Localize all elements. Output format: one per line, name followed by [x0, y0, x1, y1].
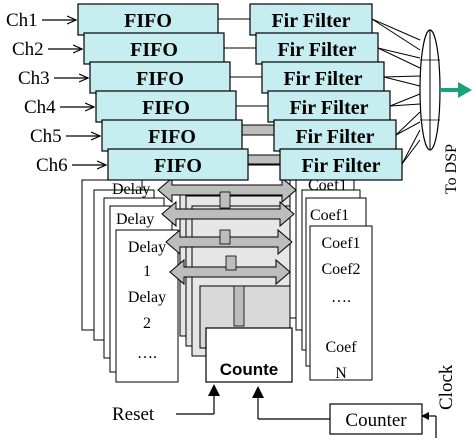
fir-filter-block [279, 148, 403, 181]
channel-label: Ch1 [6, 10, 38, 31]
fir-filter-block [273, 119, 397, 152]
bus-arrow [157, 176, 297, 204]
fir-filter-label: Fir Filter [271, 10, 350, 32]
delay-line-5: …. [137, 345, 157, 362]
fir-filter-label: Fir Filter [301, 155, 380, 177]
bus-arrow [169, 258, 291, 286]
fifo-label: FIFO [154, 155, 202, 177]
fifo-block [77, 3, 219, 36]
fan-line [389, 103, 421, 107]
fir-filter-label: Fir Filter [295, 126, 374, 148]
fan-line [401, 139, 421, 165]
fifo-label: FIFO [148, 126, 196, 148]
fan-line [383, 76, 421, 87]
delay-line-1: Delay [128, 239, 166, 256]
counter-label: Counter [345, 410, 407, 431]
fifo-label: FIFO [124, 10, 172, 32]
fir-filter-label: Fir Filter [289, 97, 368, 119]
bus-arrow [161, 200, 295, 228]
channel-label: Ch6 [36, 155, 68, 176]
fir-filter-block [255, 32, 379, 65]
coef-label-back-2: Coef1 [310, 207, 349, 224]
fir-filter-label: Fir Filter [277, 39, 356, 61]
fan-line [401, 129, 421, 165]
coef-label-back-1: Coef1 [308, 177, 347, 194]
fifo-label: FIFO [142, 97, 190, 119]
coef-line-3: …. [331, 289, 351, 306]
fir-filter-label: Fir Filter [283, 68, 362, 90]
fan-line [371, 18, 421, 41]
coef-line-4: Coef [325, 339, 357, 356]
counter-box [329, 403, 423, 435]
fan-line [371, 18, 421, 51]
counter-arrow-icon [252, 386, 264, 398]
channel-label: Ch4 [24, 97, 56, 118]
fan-out-lines [371, 18, 421, 165]
center-counter-label: Counte [220, 360, 279, 379]
output-arrow [440, 82, 472, 98]
coef-column: Coef1 Coef1 Coef1 Coef2 …. Coef N [289, 167, 373, 382]
delay-column: Delay Delay Delay 1 Delay 2 …. [81, 179, 179, 383]
reset-label: Reset [112, 404, 155, 425]
channel-label: Ch5 [30, 126, 62, 147]
delay-line-2: 1 [143, 263, 151, 280]
channel-label: Ch3 [18, 68, 50, 89]
fifo-label: FIFO [136, 68, 184, 90]
coef-line-1: Coef1 [321, 235, 360, 252]
channel-label: Ch2 [12, 39, 44, 60]
vertical-bus-connectors [219, 191, 245, 327]
summing-node [419, 29, 441, 151]
fan-line [377, 47, 421, 59]
fan-line [395, 111, 421, 136]
delay-label-back-1: Delay [112, 181, 150, 198]
fan-line [389, 93, 421, 107]
delay-line-3: Delay [128, 289, 166, 306]
clock-label: Clock [436, 364, 457, 410]
delay-line-4: 2 [143, 315, 151, 332]
fan-line [395, 121, 421, 136]
to-dsp-label: To DSP [443, 144, 460, 194]
fifo-blocks: FIFO FIFO FIFO FIFO FIFO FIFO [77, 3, 280, 181]
coef-line-2: Coef2 [321, 261, 360, 278]
fan-line [377, 47, 421, 69]
delay-label-back-2: Delay [116, 211, 154, 228]
fifo-block [107, 148, 249, 181]
reset-arrow-icon [208, 384, 220, 396]
fifo-label: FIFO [130, 39, 178, 61]
coef-line-5: N [335, 365, 347, 382]
center-counter-box [205, 327, 293, 383]
fan-line [383, 75, 421, 78]
